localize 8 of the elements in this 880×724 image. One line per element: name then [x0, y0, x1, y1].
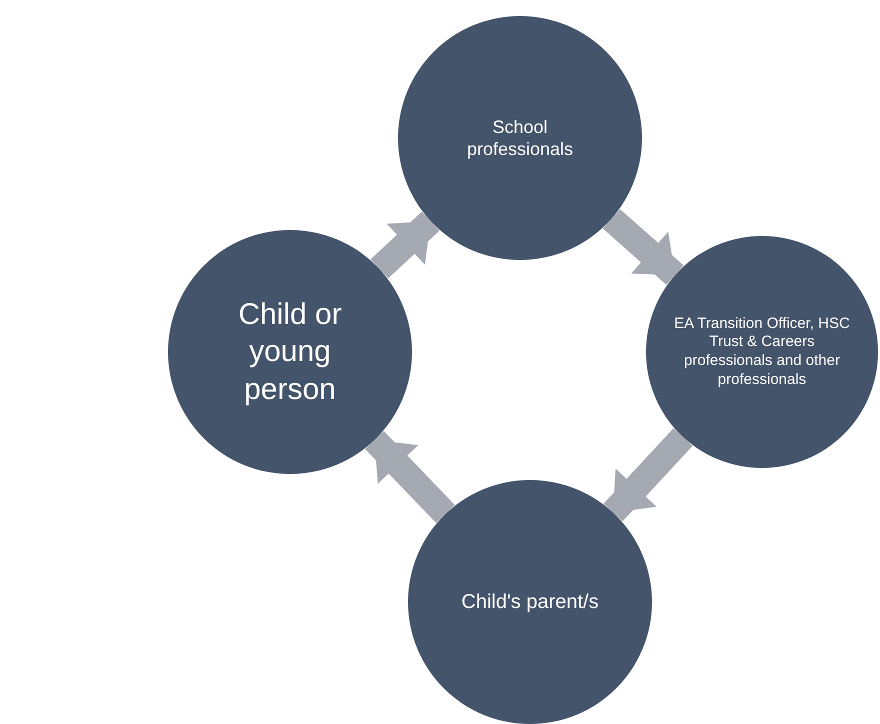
block-arrow: [370, 212, 440, 278]
node-label: Child's parent/s: [461, 590, 599, 614]
node-label: Child or young person: [237, 296, 343, 408]
block-arrow: [602, 209, 684, 285]
block-arrow: [603, 428, 693, 522]
node-label: EA Transition Officer, HSC Trust & Careers professionals and other professionals: [673, 314, 851, 390]
node-label: School professionals: [466, 116, 574, 160]
block-arrow: [365, 431, 455, 523]
